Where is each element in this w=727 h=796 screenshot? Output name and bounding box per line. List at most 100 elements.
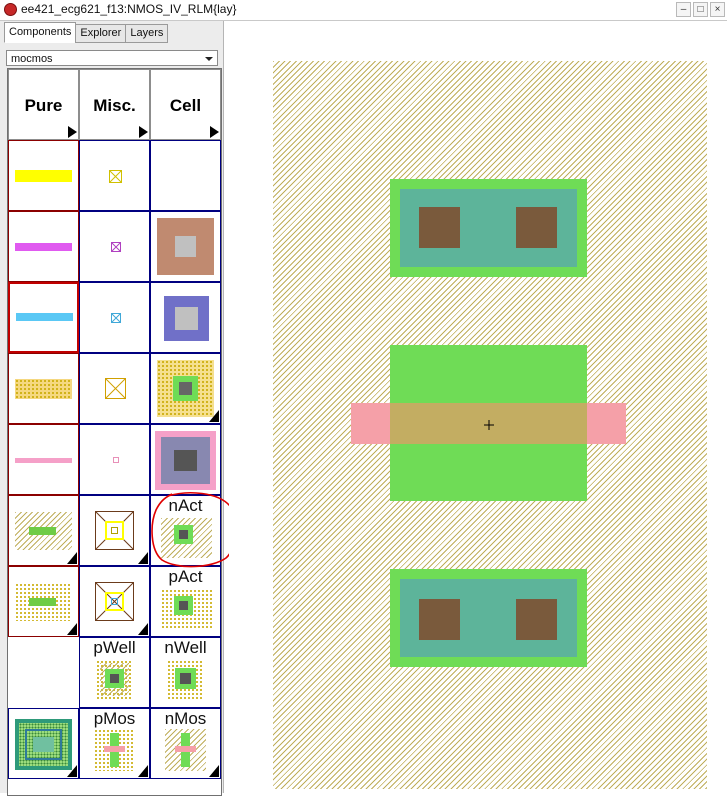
pmos-label: pMos — [93, 709, 136, 728]
pin-metal1[interactable] — [79, 140, 150, 211]
pin-select[interactable] — [79, 566, 150, 637]
side-panel: Components Explorer Layers mocmos Pure M… — [0, 21, 224, 796]
technology-value: mocmos — [11, 53, 53, 65]
metal2-arc-icon — [15, 243, 72, 251]
expand-arrow-icon — [138, 765, 148, 777]
arc-metal1[interactable] — [8, 140, 79, 211]
tab-layers[interactable]: Layers — [125, 24, 169, 43]
select-pin-outer-icon — [95, 582, 134, 621]
contact-icon — [179, 530, 188, 539]
expand-arrow-icon — [139, 126, 148, 138]
select-pin-core-icon — [111, 598, 118, 605]
title-bar: ee421_ecg621_f13:NMOS_IV_RLM{lay} – □ × — [0, 0, 727, 21]
expand-arrow-icon — [67, 623, 77, 635]
palette-header-cell[interactable]: Cell — [150, 69, 221, 140]
active-arc-icon — [29, 527, 56, 535]
poly-gate-icon — [104, 746, 125, 752]
via-metal1-metal2[interactable] — [150, 211, 221, 282]
tab-components[interactable]: Components — [4, 22, 77, 43]
pin-active[interactable] — [79, 495, 150, 566]
expand-arrow-icon — [209, 410, 219, 422]
contact-icon — [179, 382, 192, 395]
header-label: Cell — [169, 96, 202, 115]
header-label: Misc. — [93, 96, 136, 115]
component-palette: Pure Misc. Cell — [7, 68, 222, 796]
well-pin-icon — [105, 378, 126, 399]
contact-bottom-right[interactable] — [516, 599, 557, 640]
pwell-contact[interactable]: pWell — [79, 637, 150, 708]
arc-poly[interactable] — [8, 424, 79, 495]
nmos-transistor[interactable]: nMos — [150, 708, 221, 779]
contact-icon — [180, 673, 191, 684]
contact-bottom-left[interactable] — [419, 599, 460, 640]
poly-contact[interactable] — [150, 424, 221, 495]
pact-transistor-contact[interactable]: pAct — [150, 566, 221, 637]
well-arc-icon — [15, 379, 72, 399]
well-contact[interactable] — [150, 353, 221, 424]
arc-pactive[interactable] — [8, 566, 79, 637]
nmos-label: nMos — [164, 709, 207, 728]
empty-slot — [8, 637, 79, 708]
nwell-label: nWell — [164, 638, 207, 657]
poly-arc-icon — [15, 458, 72, 463]
app-icon — [4, 3, 17, 16]
arc-metal2[interactable] — [8, 211, 79, 282]
select-pin-inner-icon — [105, 592, 124, 611]
pin-poly[interactable] — [79, 424, 150, 495]
expand-arrow-icon — [209, 765, 219, 777]
active-pin-inner-icon — [105, 521, 124, 540]
nact-label: nAct — [168, 496, 203, 515]
arc-well[interactable] — [8, 353, 79, 424]
via-metal2-metal3[interactable] — [150, 282, 221, 353]
empty-slot — [150, 140, 221, 211]
expand-arrow-icon — [210, 126, 219, 138]
header-label: Pure — [24, 96, 63, 115]
pin-metal3[interactable] — [79, 282, 150, 353]
minimize-button[interactable]: – — [676, 2, 691, 17]
crosshair-icon — [484, 417, 494, 430]
expand-arrow-icon — [67, 765, 77, 777]
nact-transistor-contact[interactable]: nAct — [150, 495, 221, 566]
close-button[interactable]: × — [710, 2, 725, 17]
tab-explorer[interactable]: Explorer — [75, 24, 127, 43]
palette-header-misc[interactable]: Misc. — [79, 69, 150, 140]
expand-arrow-icon — [138, 552, 148, 564]
pmos-transistor[interactable]: pMos — [79, 708, 150, 779]
nwell-contact[interactable]: nWell — [150, 637, 221, 708]
metal3-arc-icon — [16, 313, 73, 321]
expand-arrow-icon — [67, 552, 77, 564]
metal3-pin-icon — [111, 313, 121, 323]
pin-metal2[interactable] — [79, 211, 150, 282]
contact-icon — [174, 450, 197, 471]
maximize-button[interactable]: □ — [693, 2, 708, 17]
cell-core-icon — [33, 737, 54, 752]
window-title: ee421_ecg621_f13:NMOS_IV_RLM{lay} — [21, 2, 237, 16]
panel-tabs: Components Explorer Layers — [4, 22, 169, 43]
expand-arrow-icon — [138, 623, 148, 635]
contact-icon — [179, 601, 188, 610]
contact-top-right[interactable] — [516, 207, 557, 248]
cell-ring-icon — [25, 729, 62, 760]
arc-nactive[interactable] — [8, 495, 79, 566]
active-pin-core-icon — [111, 527, 118, 534]
complex-cell-preview[interactable] — [8, 708, 79, 779]
pact-label: pAct — [168, 567, 203, 586]
active-arc-icon — [29, 598, 56, 606]
contact-top-left[interactable] — [419, 207, 460, 248]
contact-icon — [110, 674, 119, 683]
palette-header-pure[interactable]: Pure — [8, 69, 79, 140]
technology-select[interactable]: mocmos — [6, 50, 218, 66]
window-controls: – □ × — [676, 2, 725, 17]
via-cut-icon — [175, 236, 196, 257]
chevron-down-icon — [205, 57, 213, 61]
circle-annotation — [151, 492, 237, 568]
via-cut-icon — [175, 307, 198, 330]
arc-metal3[interactable] — [8, 282, 79, 353]
expand-arrow-icon — [68, 126, 77, 138]
layout-canvas[interactable] — [229, 21, 727, 793]
metal1-pin-icon — [109, 170, 122, 183]
pin-well[interactable] — [79, 353, 150, 424]
metal2-pin-icon — [111, 242, 121, 252]
pwell-label: pWell — [93, 638, 136, 657]
metal1-arc-icon — [15, 170, 72, 182]
